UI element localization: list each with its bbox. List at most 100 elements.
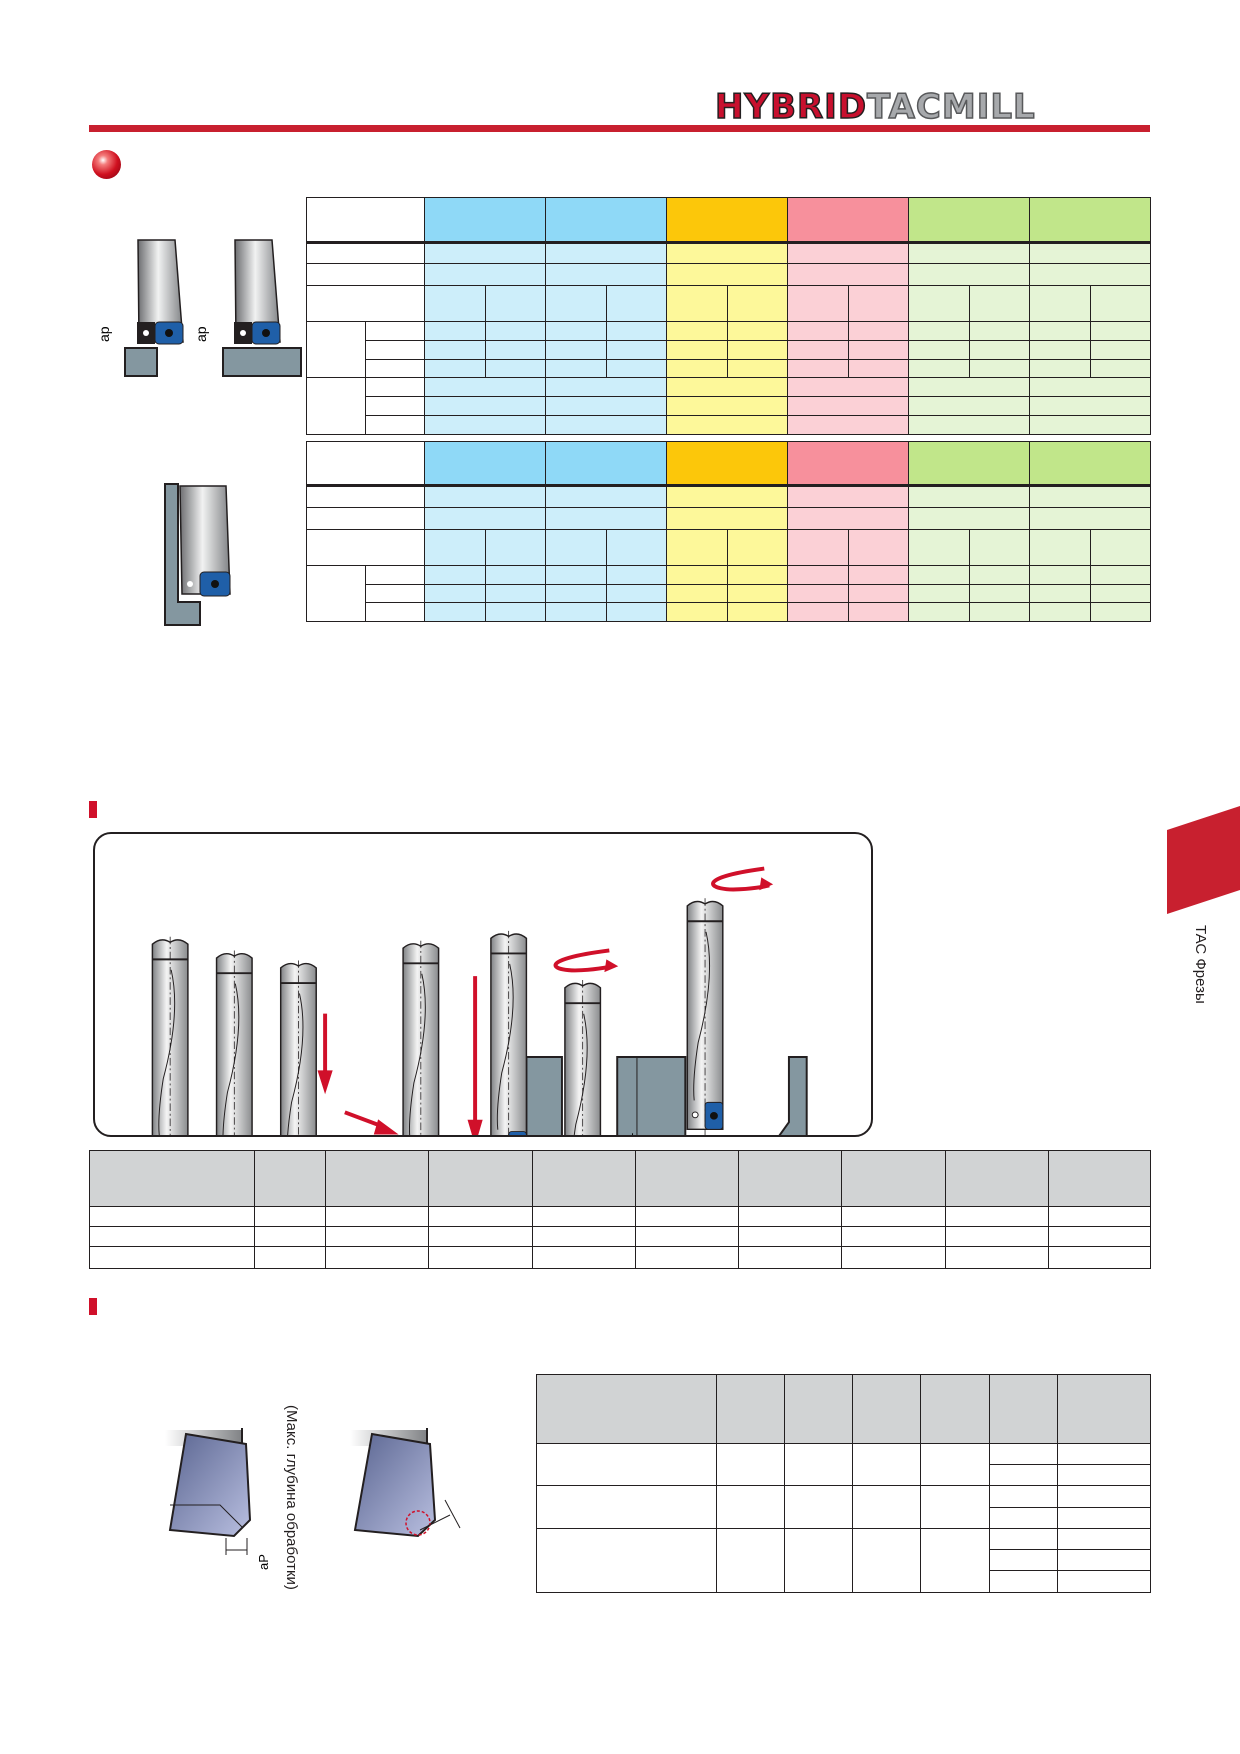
table-cell — [1029, 263, 1151, 286]
hybrid-tacmill-logo: HYBRIDTACMILL — [714, 87, 1036, 127]
table-row — [307, 396, 1151, 416]
table-cell — [726, 565, 788, 585]
section-marker — [89, 801, 97, 818]
table-row — [307, 340, 1151, 360]
column-header — [852, 1374, 921, 1444]
side-tab-shape — [1167, 806, 1240, 914]
table-cell — [545, 242, 667, 264]
table-cell — [1029, 529, 1091, 566]
table-cell — [484, 602, 546, 622]
table-cell — [920, 1528, 990, 1593]
table-cell — [920, 1443, 990, 1486]
table-cell — [787, 377, 909, 397]
table-cell — [666, 415, 788, 435]
table-cell — [424, 529, 486, 566]
table-cell — [666, 507, 788, 530]
table-row — [307, 584, 1151, 603]
column-header — [1057, 1374, 1151, 1444]
table-cell — [424, 507, 546, 530]
table-cell — [532, 1206, 636, 1227]
table-cell — [545, 340, 607, 360]
table-cell — [605, 584, 667, 603]
table-row — [307, 415, 1151, 435]
table-cell — [1089, 602, 1151, 622]
table-cell — [666, 263, 788, 286]
table-cell — [1029, 396, 1151, 416]
table-cell — [1089, 529, 1151, 566]
table-cell — [545, 565, 607, 585]
table-cell — [847, 321, 909, 341]
table-row — [89, 1246, 1151, 1269]
table-cell — [989, 1507, 1058, 1529]
table-cell — [968, 285, 1030, 322]
shoulder-milling-pictogram — [164, 483, 231, 626]
material-header — [787, 197, 909, 244]
table-cell — [1089, 285, 1151, 322]
table-cell — [536, 1485, 717, 1529]
table-cell — [847, 359, 909, 378]
table-cell — [666, 396, 788, 416]
table-cell — [1029, 602, 1091, 622]
material-header — [424, 441, 546, 487]
table-cell — [852, 1528, 921, 1593]
material-header — [908, 197, 1030, 244]
table-cell — [787, 507, 909, 530]
table-row — [536, 1528, 1151, 1593]
table-cell — [787, 396, 909, 416]
row-label — [365, 415, 425, 435]
side-tab[interactable]: ТАС Фрезы — [1167, 806, 1240, 1004]
column-header — [716, 1374, 785, 1444]
table-cell — [989, 1570, 1058, 1593]
table-cell — [545, 285, 607, 322]
table-cell — [787, 321, 849, 341]
table-cell — [726, 285, 788, 322]
material-header — [424, 197, 546, 244]
table-cell — [424, 321, 486, 341]
table-cell — [908, 285, 970, 322]
logo-tacmill: TACMILL — [866, 87, 1036, 127]
table-cell — [424, 485, 546, 508]
table-row — [306, 507, 1151, 530]
cutting-conditions-table-1 — [306, 197, 1151, 435]
table-cell — [945, 1226, 1049, 1247]
row-label — [306, 485, 425, 508]
table-cell — [1029, 485, 1151, 508]
table-cell — [787, 285, 849, 322]
rotation-arrow-icon — [553, 866, 770, 973]
table-row — [306, 321, 1151, 378]
table-cell — [726, 359, 788, 378]
table-row — [537, 1507, 1151, 1529]
table-cell — [787, 529, 849, 566]
table-cell — [841, 1206, 946, 1227]
table-cell — [666, 340, 728, 360]
table-cell — [635, 1246, 739, 1269]
table-cell — [532, 1246, 636, 1269]
table-cell — [484, 565, 546, 585]
table-cell — [666, 485, 788, 508]
table-cell — [989, 1528, 1058, 1550]
table-cell — [635, 1206, 739, 1227]
row-label — [306, 197, 425, 244]
table-cell — [605, 565, 667, 585]
table-cell — [89, 1206, 255, 1227]
table-cell — [666, 285, 728, 322]
column-header — [920, 1374, 990, 1444]
table-cell — [325, 1246, 429, 1269]
group-label — [306, 565, 366, 622]
row-label — [365, 359, 425, 378]
table-cell — [787, 340, 849, 360]
table-cell — [1089, 584, 1151, 603]
table-cell — [254, 1206, 326, 1227]
row-label — [365, 321, 425, 341]
table-cell — [89, 1246, 255, 1269]
row-label — [306, 242, 425, 264]
table-cell — [726, 529, 788, 566]
table-cell — [545, 584, 607, 603]
table-cell — [484, 359, 546, 378]
table-cell — [908, 584, 970, 603]
table-cell — [908, 377, 1030, 397]
table-cell — [784, 1528, 853, 1593]
table-row — [307, 602, 1151, 622]
table-cell — [726, 602, 788, 622]
table-cell — [1057, 1549, 1151, 1571]
